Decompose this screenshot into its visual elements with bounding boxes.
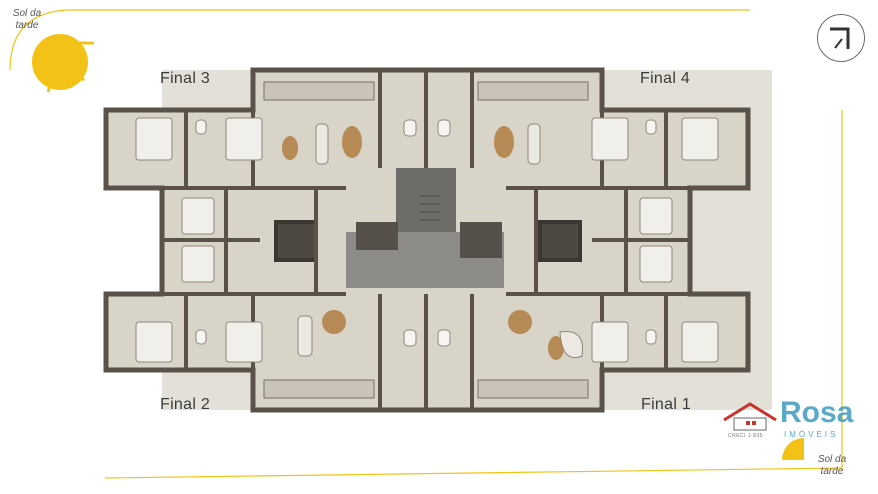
logo-sub: IMÓVEIS	[784, 430, 839, 439]
unit-label-final-2: Final 2	[160, 396, 211, 413]
unit-label-final-4: Final 4	[640, 70, 691, 87]
sun-icon-bottom	[782, 438, 804, 460]
sun-icon	[24, 20, 94, 93]
house-icon	[723, 402, 777, 431]
logo-creci: CRECI J-835	[728, 433, 763, 439]
north-arrow-icon	[817, 14, 865, 62]
unit-label-final-3: Final 3	[160, 70, 211, 87]
unit-label-final-1: Final 1	[641, 396, 692, 413]
rosa-imoveis-logo: Rosa IMÓVEIS CRECI J-835	[722, 396, 867, 444]
logo-word: Rosa	[780, 396, 854, 429]
